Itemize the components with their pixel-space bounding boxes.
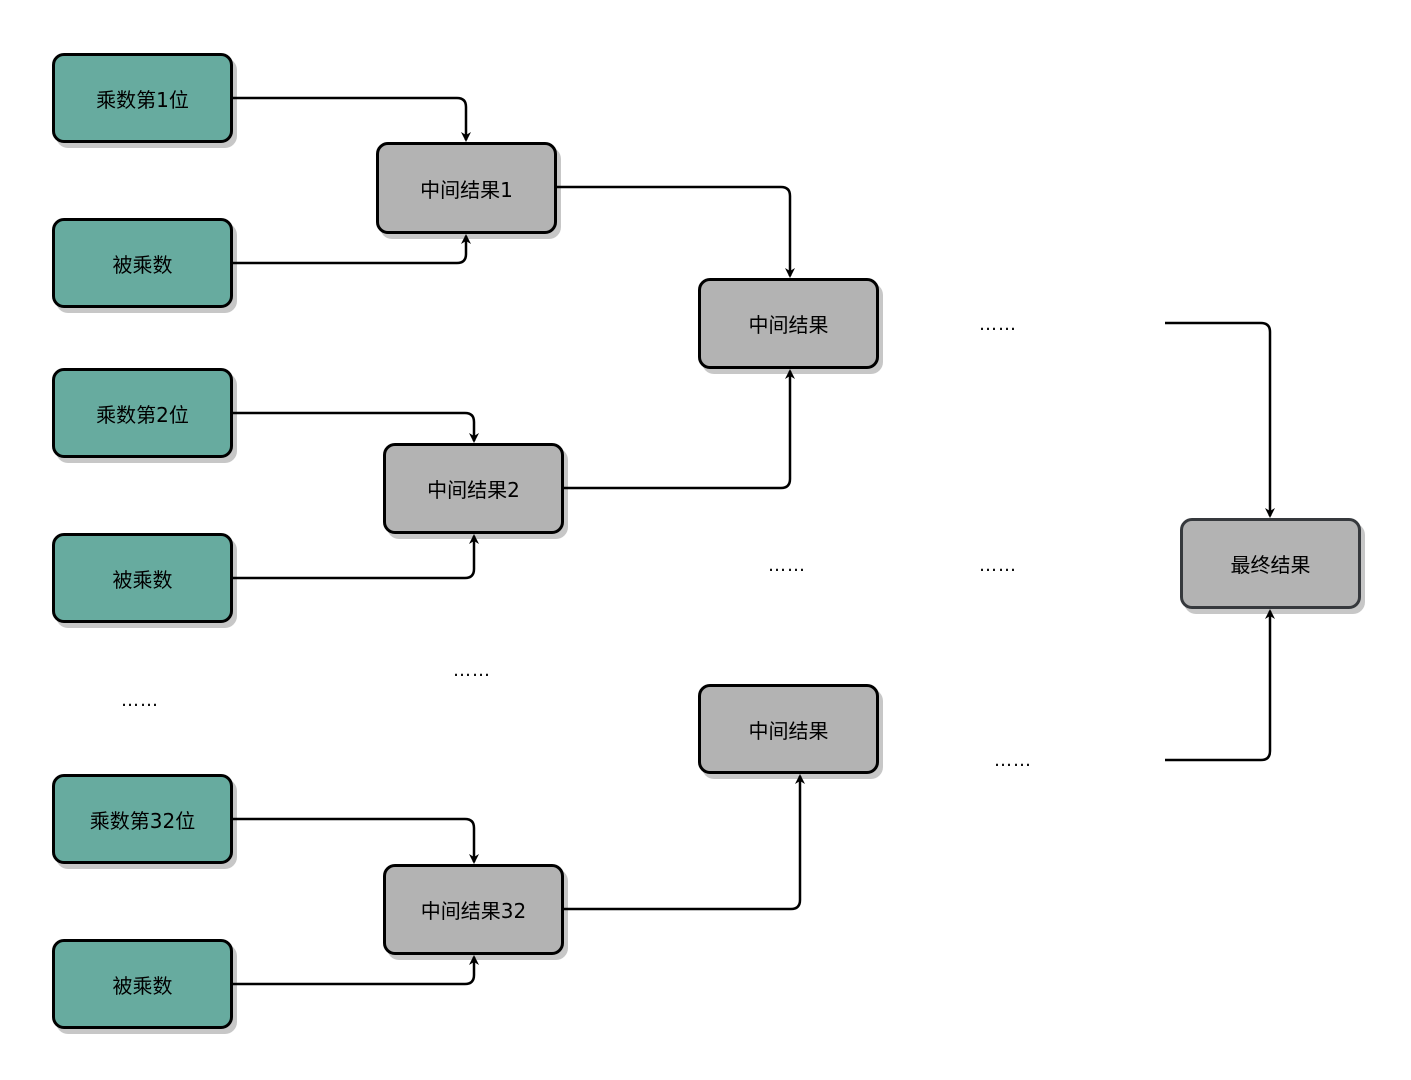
intermediate-result-1-node: 中间结果1 xyxy=(376,142,557,234)
ellipsis-middle-left: …… xyxy=(768,555,806,576)
node-label: 中间结果32 xyxy=(420,899,527,923)
edge-result2-to-upper xyxy=(564,369,795,490)
edge-lower-branch-to-final xyxy=(1165,609,1275,762)
node-label: 被乘数 xyxy=(112,252,173,277)
edge-bit1-to-result1 xyxy=(233,96,471,142)
ellipsis-upper-right: …… xyxy=(979,314,1017,335)
node-label: 乘数第32位 xyxy=(89,808,196,833)
edge-multiplicand2-to-result2 xyxy=(233,534,479,580)
multiplicand-node-2: 被乘数 xyxy=(52,533,233,623)
edge-result1-to-upper xyxy=(556,185,795,278)
node-label: 中间结果2 xyxy=(427,478,520,502)
intermediate-result-32-node: 中间结果32 xyxy=(383,864,564,955)
intermediate-result-2-node: 中间结果2 xyxy=(383,443,564,534)
node-label: 最终结果 xyxy=(1230,553,1311,577)
edge-multiplicand1-to-result1 xyxy=(233,234,471,265)
multiplier-bit-2-node: 乘数第2位 xyxy=(52,368,233,458)
node-label: 中间结果 xyxy=(748,718,829,743)
multiplicand-node-32: 被乘数 xyxy=(52,939,233,1029)
final-result-node: 最终结果 xyxy=(1180,518,1361,609)
ellipsis-center: …… xyxy=(453,660,491,681)
multiplicand-node-1: 被乘数 xyxy=(52,218,233,308)
multiplier-bit-1-node: 乘数第1位 xyxy=(52,53,233,143)
node-label: 中间结果 xyxy=(748,313,829,337)
ellipsis-lower-right: …… xyxy=(994,750,1032,771)
edge-bit32-to-result32 xyxy=(233,817,479,864)
node-label: 被乘数 xyxy=(112,973,173,998)
edge-bit2-to-result2 xyxy=(233,411,479,443)
node-label: 乘数第2位 xyxy=(96,402,189,427)
ellipsis-middle-right: …… xyxy=(979,555,1017,576)
node-label: 被乘数 xyxy=(112,567,173,592)
node-label: 中间结果1 xyxy=(420,177,513,202)
ellipsis-left-column: …… xyxy=(121,690,159,711)
node-label: 乘数第1位 xyxy=(96,87,189,112)
edge-multiplicand32-to-result32 xyxy=(233,955,479,986)
edge-result32-to-lower xyxy=(564,774,805,911)
intermediate-result-upper-node: 中间结果 xyxy=(698,278,879,369)
edge-upper-branch-to-final xyxy=(1165,321,1275,518)
intermediate-result-lower-node: 中间结果 xyxy=(698,684,879,774)
multiplier-bit-32-node: 乘数第32位 xyxy=(52,774,233,864)
